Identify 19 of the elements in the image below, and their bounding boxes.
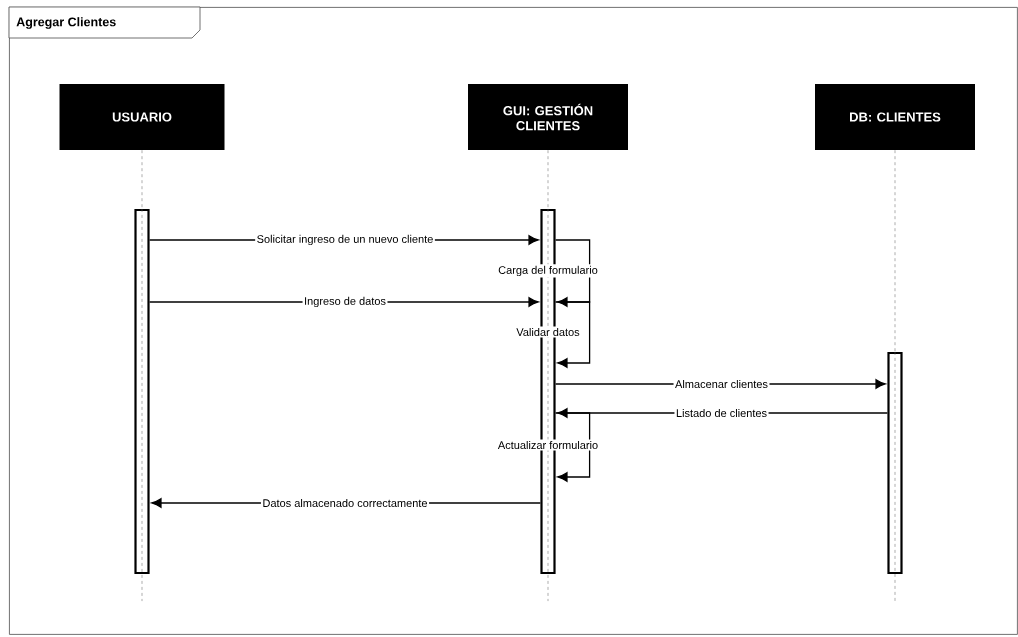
- lifeline-head: DB: CLIENTES: [815, 84, 975, 150]
- edge-label: Almacenar clientes: [673, 378, 770, 390]
- activation-bar: [134, 208, 150, 602]
- self-message-arrow: [554, 301, 591, 368]
- edge-label: Validar datos: [514, 326, 582, 338]
- frame-tab: Agregar Clientes: [8, 6, 201, 39]
- edge-label: Solicitar ingreso de un nuevo cliente: [255, 233, 435, 247]
- edge-label: Actualizar formulario: [496, 439, 600, 451]
- edge-label: Datos almacenado correctamente: [260, 497, 430, 509]
- edge-label: Carga del formulario: [496, 264, 600, 278]
- self-message-arrow: [554, 412, 591, 482]
- lifeline: [141, 149, 143, 210]
- edge-label: Ingreso de datos: [302, 295, 388, 309]
- activation-bar: [887, 351, 903, 602]
- edge-label: Listado de clientes: [674, 407, 769, 419]
- lifeline: [547, 149, 549, 210]
- lifeline-head: GUI: GESTIÓN CLIENTES: [468, 84, 628, 150]
- lifeline: [894, 149, 896, 353]
- lifeline-head: USUARIO: [59, 84, 225, 150]
